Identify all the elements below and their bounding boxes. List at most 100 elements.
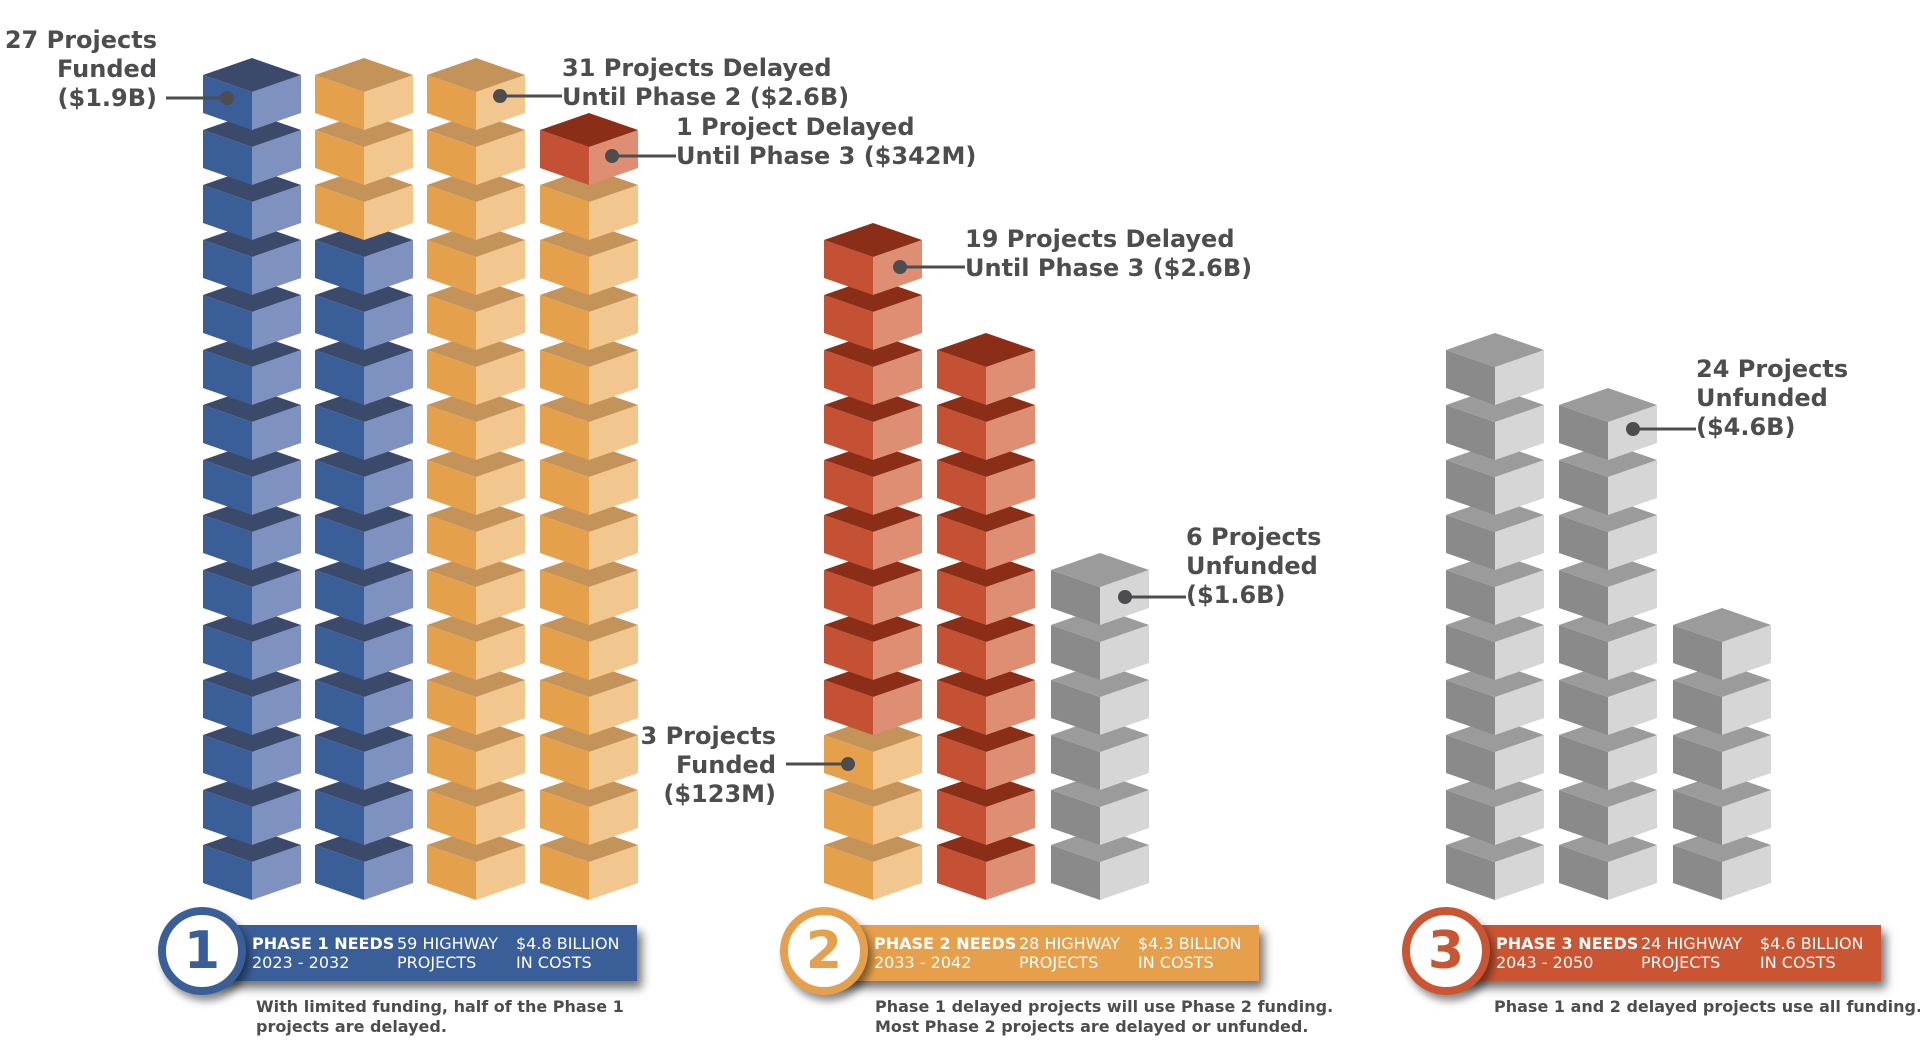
cube-right-face <box>252 845 301 900</box>
cube-right-face <box>1722 845 1771 900</box>
cube-left-face <box>824 350 873 405</box>
cube-right-face <box>1495 460 1544 515</box>
cube-left-face <box>427 515 476 570</box>
cube-left-face <box>540 460 589 515</box>
cube-right-face <box>873 295 922 350</box>
cube-right-face <box>589 405 638 460</box>
cube-right-face <box>1100 625 1149 680</box>
cube-left-face <box>315 845 364 900</box>
project-cube-orange <box>540 443 638 515</box>
cube-right-face <box>986 460 1035 515</box>
callout-phase1-delayed-phase2: 31 Projects Delayed Until Phase 2 ($2.6B… <box>562 54 850 111</box>
cube-left-face <box>203 460 252 515</box>
phase1-title: PHASE 1 NEEDS <box>252 934 395 953</box>
cube-right-face <box>986 405 1035 460</box>
cube-right-face <box>1495 735 1544 790</box>
project-cube-red <box>937 333 1035 405</box>
cube-top-face <box>540 113 638 147</box>
cube-left-face <box>937 460 986 515</box>
cube-left-face <box>203 185 252 240</box>
cube-left-face <box>1559 845 1608 900</box>
cube-left-face <box>427 680 476 735</box>
phase1-projects: 59 HIGHWAY <box>397 934 499 953</box>
cube-right-face <box>1495 845 1544 900</box>
cube-right-face <box>1495 405 1544 460</box>
cube-top-face <box>824 223 922 257</box>
cube-right-face <box>1722 625 1771 680</box>
cube-left-face <box>203 680 252 735</box>
cube-right-face <box>476 735 525 790</box>
cube-left-face <box>1559 460 1608 515</box>
callout-phase1-delayed-phase3: 1 Project Delayed Until Phase 3 ($342M) <box>676 113 977 170</box>
cube-right-face <box>986 735 1035 790</box>
cube-right-face <box>476 680 525 735</box>
cube-left-face <box>1559 405 1608 460</box>
cube-right-face <box>1608 735 1657 790</box>
cube-left-face <box>540 790 589 845</box>
cube-left-face <box>1446 515 1495 570</box>
cube-top-face <box>315 58 413 92</box>
cube-right-face <box>476 845 525 900</box>
cube-right-face <box>873 460 922 515</box>
cube-right-face <box>476 570 525 625</box>
phase2-cost: $4.3 BILLION <box>1138 934 1242 953</box>
cube-left-face <box>315 625 364 680</box>
cube-right-face <box>589 295 638 350</box>
cube-left-face <box>540 405 589 460</box>
cube-left-face <box>540 240 589 295</box>
cube-right-face <box>476 350 525 405</box>
cube-right-face <box>589 460 638 515</box>
cube-left-face <box>315 680 364 735</box>
cube-left-face <box>540 515 589 570</box>
cube-left-face <box>937 790 986 845</box>
phase1-number-badge: 1 <box>158 907 246 995</box>
cube-right-face <box>873 735 922 790</box>
cube-left-face <box>824 680 873 735</box>
cube-left-face <box>1673 625 1722 680</box>
cube-right-face <box>364 240 413 295</box>
cube-left-face <box>1673 845 1722 900</box>
cube-right-face <box>364 845 413 900</box>
cube-left-face <box>937 680 986 735</box>
cube-right-face <box>1495 515 1544 570</box>
cube-right-face <box>986 625 1035 680</box>
leader-dot <box>1118 590 1132 604</box>
cube-left-face <box>1559 625 1608 680</box>
cube-right-face <box>364 680 413 735</box>
phase3-number-badge: 3 <box>1402 907 1490 995</box>
leader-phase2-funded <box>786 757 855 771</box>
cube-left-face <box>540 680 589 735</box>
cube-left-face <box>315 570 364 625</box>
cube-right-face <box>252 240 301 295</box>
cube-right-face <box>476 240 525 295</box>
phase2-projects: 28 HIGHWAY <box>1019 934 1121 953</box>
cube-top-face <box>427 58 525 92</box>
cube-left-face <box>427 130 476 185</box>
cube-right-face <box>986 680 1035 735</box>
cube-left-face <box>427 625 476 680</box>
project-cube-gray <box>1559 388 1657 460</box>
cube-left-face <box>540 625 589 680</box>
leader-dot <box>493 89 507 103</box>
cube-right-face <box>252 515 301 570</box>
cube-right-face <box>1608 625 1657 680</box>
cube-right-face <box>252 295 301 350</box>
cube-right-face <box>1722 790 1771 845</box>
cube-left-face <box>427 790 476 845</box>
cube-left-face <box>427 185 476 240</box>
cube-left-face <box>937 735 986 790</box>
cube-right-face <box>364 350 413 405</box>
cube-left-face <box>540 130 589 185</box>
cube-left-face <box>315 75 364 130</box>
cube-right-face <box>1608 790 1657 845</box>
callout-phase3-unfunded: 24 Projects Unfunded ($4.6B) <box>1696 355 1849 441</box>
phase3-title: PHASE 3 NEEDS <box>1496 934 1639 953</box>
cube-right-face <box>589 845 638 900</box>
cube-left-face <box>203 405 252 460</box>
cube-left-face <box>427 350 476 405</box>
cube-left-face <box>824 790 873 845</box>
leader-dot <box>893 260 907 274</box>
project-cube-orange <box>315 58 413 130</box>
cube-left-face <box>315 790 364 845</box>
cube-left-face <box>1559 790 1608 845</box>
